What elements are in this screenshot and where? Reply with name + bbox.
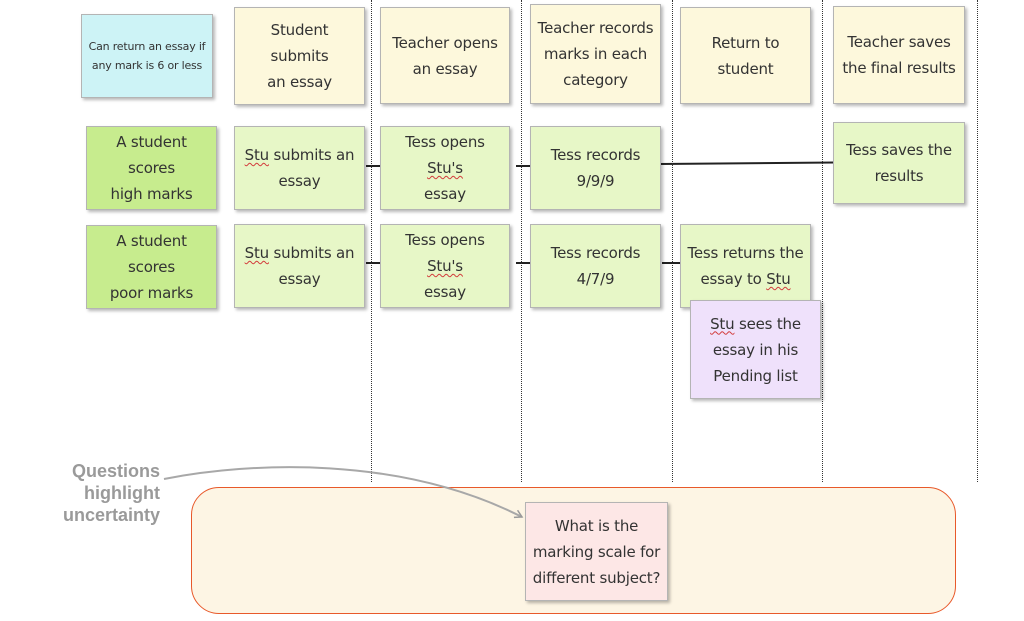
record-note-high: Tess records 9/9/9 [530,126,661,210]
open-note-poor: Tess opens Stu's essay [380,224,510,308]
name-stu: Stu [244,146,270,164]
connector-line [516,165,530,167]
step-label: Teacher saves the final results [842,33,956,77]
submit-note-high: Stu submits an essay [234,126,365,210]
callout-label: Questions highlight uncertainty [62,461,160,525]
open-prefix: Tess opens [405,231,485,249]
rule-note: Can return an essay if any mark is 6 or … [81,14,213,98]
name-stu: Stu [766,270,791,288]
open-text: Tess opens Stu's essay [387,129,503,207]
connector-line [366,262,380,264]
name-stu: Stu [244,244,270,262]
submit-text: Stu submits an essay [245,142,355,194]
lane-separator [521,0,522,482]
return-prefix: Tess returns the essay to [687,244,804,288]
lane-separator [672,0,673,482]
question-text: What is the marking scale for different … [532,516,661,587]
example-label: A student scores poor marks [109,232,194,302]
open-suffix: essay [424,283,466,301]
step-note-submit: Student submits an essay [234,7,365,105]
lane-separator [371,0,372,482]
step-label: Return to student [711,33,780,78]
pending-rest: sees the essay in his Pending list [712,314,801,385]
record-text: Tess records 9/9/9 [550,146,641,190]
save-note-high: Tess saves the results [833,122,965,204]
submit-rest: submits an essay [273,146,355,190]
connector-line [516,262,530,264]
example-label: A student scores high marks [110,133,193,203]
return-note-poor: Tess returns the essay to Stu [680,224,811,308]
connector-line [662,262,680,264]
step-note-record: Teacher records marks in each category [530,4,661,104]
step-note-save: Teacher saves the final results [833,6,965,104]
name-stus: Stu's [427,257,463,275]
open-text: Tess opens Stu's essay [387,227,503,305]
connector-line [366,165,380,167]
name-stu: Stu [710,314,735,333]
example-label-high: A student scores high marks [86,126,217,210]
record-text: Tess records 4/7/9 [550,244,641,288]
question-note: What is the marking scale for different … [525,502,668,601]
step-note-return: Return to student [680,7,811,104]
step-note-open: Teacher opens an essay [380,7,510,104]
open-suffix: essay [424,185,466,203]
submit-rest: submits an essay [273,244,355,288]
lane-separator [977,0,978,482]
pending-text: Stu sees the essay in his Pending list [710,311,801,389]
record-note-poor: Tess records 4/7/9 [530,224,661,308]
save-text: Tess saves the results [846,141,952,185]
submit-note-poor: Stu submits an essay [234,224,365,308]
lane-separator [822,0,823,482]
step-label: Teacher opens an essay [392,33,498,78]
open-note-high: Tess opens Stu's essay [380,126,510,210]
submit-text: Stu submits an essay [245,240,355,292]
name-stus: Stu's [427,159,463,177]
example-label-poor: A student scores poor marks [86,225,217,309]
return-text: Tess returns the essay to Stu [687,240,803,292]
step-label: Student submits an essay [267,21,332,91]
open-prefix: Tess opens [405,133,485,151]
step-label: Teacher records marks in each category [537,19,654,89]
pending-note: Stu sees the essay in his Pending list [690,300,821,399]
rule-text: Can return an essay if any mark is 6 or … [88,40,206,72]
